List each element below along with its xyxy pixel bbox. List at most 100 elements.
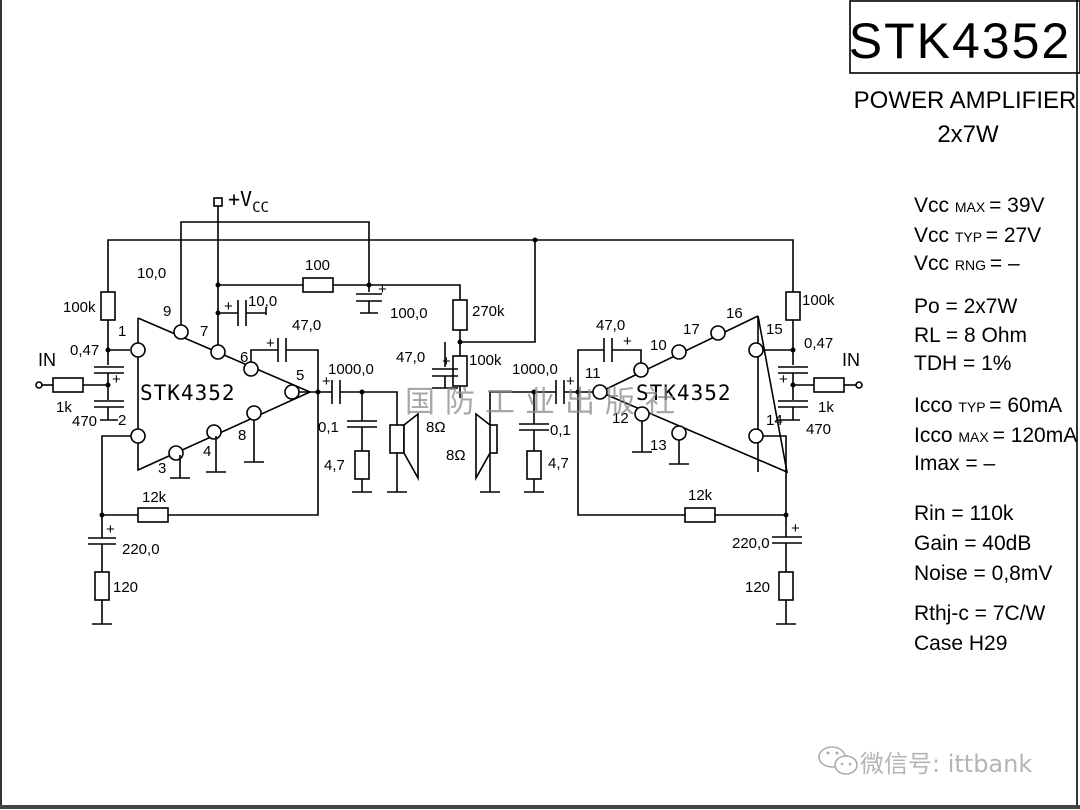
spec-value: = 27V [986, 224, 1041, 247]
svg-text:120: 120 [113, 579, 138, 596]
svg-text:+: + [266, 335, 275, 352]
spec-row: Vcc RNG = – [914, 252, 1020, 275]
svg-text:8: 8 [238, 427, 246, 444]
svg-text:+: + [791, 520, 800, 537]
power-rating: 2x7W [937, 121, 999, 148]
ic-left-label: STK4352 [140, 381, 236, 405]
svg-text:47,0: 47,0 [396, 349, 425, 366]
spec-value: = 0,8mV [968, 562, 1053, 585]
svg-text:+: + [322, 373, 331, 390]
svg-text:220,0: 220,0 [122, 541, 160, 558]
svg-text:12k: 12k [688, 487, 713, 504]
spec-param: RL [914, 324, 940, 347]
svg-text:100k: 100k [469, 352, 502, 369]
spec-param: Gain [914, 532, 958, 555]
svg-text:3: 3 [158, 460, 166, 477]
svg-text:10,0: 10,0 [137, 265, 166, 282]
spec-param: Rin [914, 502, 946, 525]
svg-text:1k: 1k [818, 399, 834, 416]
svg-text:0,47: 0,47 [70, 342, 99, 359]
right-channel: STK4352 10 11 12 13 14 15 16 17 + 47,0 [446, 291, 863, 625]
spec-row: Rin = 110k [914, 502, 1014, 525]
svg-text:100: 100 [305, 257, 330, 274]
spec-param: Vcc [914, 224, 955, 247]
ic-right-label: STK4352 [636, 381, 732, 405]
spec-row: Noise = 0,8mV [914, 562, 1052, 585]
svg-text:+: + [112, 371, 121, 388]
spec-value: = 39V [989, 194, 1044, 217]
svg-text:5: 5 [296, 367, 304, 384]
spec-param: Vcc [914, 194, 955, 217]
svg-text:+: + [106, 521, 115, 538]
svg-text:+: + [224, 298, 233, 315]
svg-text:47,0: 47,0 [596, 317, 625, 334]
spec-value: = 60mA [989, 394, 1062, 417]
spec-row: Gain = 40dB [914, 532, 1031, 555]
spec-sub: MAX [955, 199, 989, 215]
svg-text:1000,0: 1000,0 [328, 361, 374, 378]
svg-text:+: + [779, 371, 788, 388]
part-number: STK4352 [849, 13, 1071, 69]
spec-param: Icco [914, 424, 958, 447]
supply-label: +VCC [228, 187, 269, 216]
spec-sub: TYP [958, 399, 989, 415]
svg-text:12: 12 [612, 410, 629, 427]
wechat-id: 微信号: ittbank [860, 750, 1032, 778]
svg-text:1: 1 [118, 323, 126, 340]
left-channel: STK4352 +VCC + 100 100,0 + 10,0 10,0 [35, 187, 794, 625]
wechat-icon [818, 746, 858, 775]
spec-value: = 110k [946, 502, 1014, 525]
svg-text:+: + [378, 281, 387, 298]
spec-row: Imax = – [914, 452, 995, 475]
svg-text:470: 470 [72, 413, 97, 430]
spec-value: = 120mA [993, 424, 1078, 447]
spec-row: TDH = 1% [914, 352, 1011, 375]
spec-row: Case H29 [914, 632, 1007, 655]
spec-value: = – [960, 452, 996, 475]
title-block: STK4352 POWER AMPLIFIER 2x7W [849, 0, 1080, 148]
svg-text:1000,0: 1000,0 [512, 361, 558, 378]
svg-text:220,0: 220,0 [732, 535, 770, 552]
spec-value: = – [990, 252, 1020, 275]
spec-param: Icco [914, 394, 958, 417]
description: POWER AMPLIFIER [854, 87, 1077, 114]
spec-value: = 1% [957, 352, 1011, 375]
svg-text:10: 10 [650, 337, 667, 354]
svg-text:100k: 100k [63, 299, 96, 316]
svg-text:8Ω: 8Ω [426, 419, 446, 436]
spec-row: Po = 2x7W [914, 295, 1017, 318]
svg-text:4,7: 4,7 [324, 457, 345, 474]
spec-sub: RNG [955, 257, 990, 273]
spec-sub: MAX [958, 429, 992, 445]
svg-text:8Ω: 8Ω [446, 447, 466, 464]
svg-text:470: 470 [806, 421, 831, 438]
wechat-watermark: 微信号: ittbank [818, 746, 1032, 778]
svg-text:270k: 270k [472, 303, 505, 320]
spec-row: RL = 8 Ohm [914, 324, 1027, 347]
spec-param: Vcc [914, 252, 955, 275]
spec-row: Vcc MAX = 39V [914, 194, 1045, 217]
svg-text:120: 120 [745, 579, 770, 596]
svg-text:7: 7 [200, 323, 208, 340]
svg-text:10,0: 10,0 [248, 293, 277, 310]
svg-text:4,7: 4,7 [548, 455, 569, 472]
svg-text:9: 9 [163, 303, 171, 320]
publisher-watermark: 国防工业出版社 [405, 385, 685, 420]
svg-text:IN: IN [842, 350, 860, 370]
svg-text:14: 14 [766, 412, 783, 429]
spec-value: = 7C/W [969, 602, 1046, 625]
spec-value: = 8 Ohm [940, 324, 1027, 347]
svg-text:17: 17 [683, 321, 700, 338]
spec-value: = 40dB [958, 532, 1031, 555]
spec-row: Rthj-c = 7C/W [914, 602, 1045, 625]
spec-value: H29 [963, 632, 1007, 655]
spec-row: Vcc TYP = 27V [914, 224, 1041, 247]
svg-text:100k: 100k [802, 292, 835, 309]
spec-row: Icco TYP = 60mA [914, 394, 1062, 417]
svg-text:0,47: 0,47 [804, 335, 833, 352]
spec-param: Imax [914, 452, 960, 475]
svg-text:15: 15 [766, 321, 783, 338]
spec-param: Noise [914, 562, 968, 585]
svg-text:11: 11 [585, 365, 601, 382]
